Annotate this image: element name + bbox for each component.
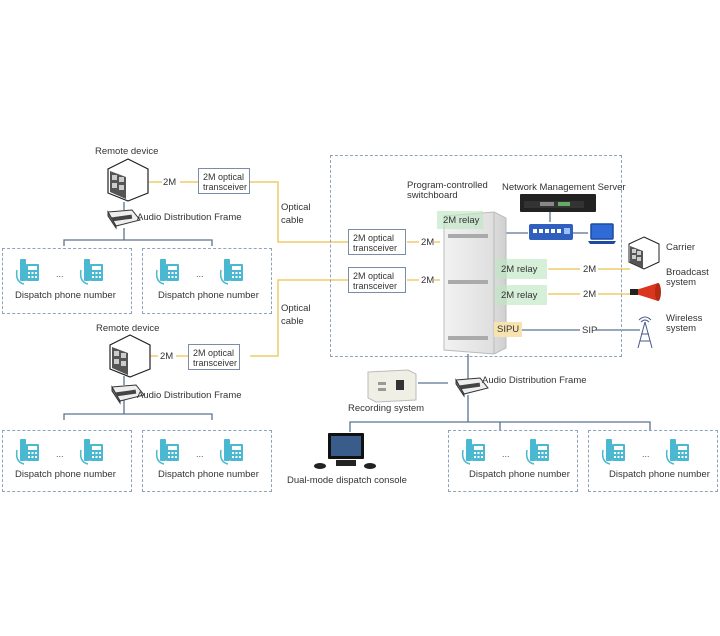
- top-phone-row-1: ...: [14, 256, 106, 291]
- top-phone-group-2: [142, 248, 272, 314]
- central-adf-label: Audio Distribution Frame: [482, 375, 587, 386]
- ellipsis: ...: [56, 448, 64, 459]
- bottom-phone-row-1: ...: [14, 436, 106, 471]
- carrier-icon: [628, 236, 660, 270]
- central-phone-group-2-label: Dispatch phone number: [609, 469, 710, 480]
- central-phone-group-1: [448, 430, 578, 492]
- bottom-remote-device-icon: [109, 334, 151, 378]
- broadcast-label: Broadcast system: [666, 267, 709, 288]
- top-remote-device-icon: [107, 158, 149, 202]
- relay-2-link: 2M: [583, 289, 597, 300]
- phone-icon: [78, 436, 106, 471]
- phone-icon: [14, 436, 42, 471]
- phone-icon: [78, 256, 106, 291]
- ellipsis: ...: [196, 448, 204, 459]
- phone-icon: [218, 256, 246, 291]
- top-remote-link-label: 2M: [163, 177, 177, 188]
- wireless-label: Wireless system: [666, 313, 703, 334]
- ellipsis: ...: [502, 448, 510, 459]
- bottom-optical-cable-label: Optical cable: [281, 303, 311, 327]
- nms-label: Network Management Server: [502, 182, 626, 193]
- central-phone-row-2: ...: [600, 436, 692, 471]
- bottom-remote-transceiver[interactable]: 2M optical transceiver: [188, 344, 240, 370]
- central-office-boundary: [330, 155, 622, 357]
- phone-icon: [524, 436, 552, 471]
- relay-2: 2M relay: [495, 285, 547, 305]
- phone-icon: [600, 436, 628, 471]
- bottom-adf-icon: [111, 384, 145, 405]
- recording-label: Recording system: [348, 403, 425, 414]
- ellipsis: ...: [56, 268, 64, 279]
- top-phone-group-2-label: Dispatch phone number: [158, 290, 259, 301]
- phone-icon: [154, 256, 182, 291]
- bottom-remote-device-label: Remote device: [96, 323, 160, 334]
- central-transceiver-1-link: 2M: [421, 237, 435, 248]
- bottom-remote-link-label: 2M: [160, 351, 174, 362]
- optical-cable-bottom: [250, 279, 348, 357]
- top-phone-group-1: [2, 248, 132, 314]
- bottom-phone-group-1: [2, 430, 132, 492]
- top-adf-label: Audio Distribution Frame: [137, 212, 242, 223]
- central-phone-row-1: ...: [460, 436, 552, 471]
- relay-1: 2M relay: [495, 259, 547, 279]
- recording-system-icon[interactable]: [366, 366, 418, 404]
- top-adf-icon: [107, 209, 141, 230]
- carrier-label: Carrier: [666, 242, 696, 253]
- network-switch-icon[interactable]: [528, 222, 574, 244]
- phone-icon: [460, 436, 488, 471]
- bottom-phone-group-1-label: Dispatch phone number: [15, 469, 116, 480]
- wireless-tower-icon: [637, 316, 653, 349]
- ellipsis: ...: [196, 268, 204, 279]
- switchboard-cabinet-icon[interactable]: [440, 210, 508, 356]
- relay-1-link: 2M: [583, 264, 597, 275]
- bottom-adf-label: Audio Distribution Frame: [137, 390, 242, 401]
- phone-icon: [154, 436, 182, 471]
- top-phone-group-1-label: Dispatch phone number: [15, 290, 116, 301]
- central-transceiver-1[interactable]: 2M optical transceiver: [348, 229, 406, 255]
- relay-top: 2M relay: [437, 211, 483, 229]
- broadcast-horn-icon: [630, 283, 661, 301]
- central-transceiver-2[interactable]: 2M optical transceiver: [348, 267, 406, 293]
- optical-cable-top: [250, 181, 348, 243]
- bottom-phone-group-2: [142, 430, 272, 492]
- central-adf-icon: [455, 377, 489, 398]
- sip-link: SIP: [582, 325, 598, 336]
- laptop-icon[interactable]: [587, 222, 617, 246]
- bottom-phone-group-2-label: Dispatch phone number: [158, 469, 259, 480]
- top-optical-cable-label: Optical cable: [281, 202, 311, 226]
- sipu-unit: SIPU: [494, 322, 523, 337]
- ellipsis: ...: [642, 448, 650, 459]
- phone-icon: [14, 256, 42, 291]
- central-transceiver-2-link: 2M: [421, 275, 435, 286]
- dispatch-console-icon[interactable]: [312, 432, 376, 472]
- switchboard-label: Program-controlled switchboard: [407, 180, 488, 201]
- top-remote-transceiver[interactable]: 2M optical transceiver: [198, 168, 250, 194]
- console-label: Dual-mode dispatch console: [287, 475, 407, 486]
- bottom-phone-row-2: ...: [154, 436, 246, 471]
- top-remote-device-label: Remote device: [95, 146, 159, 157]
- central-phone-group-2: [588, 430, 718, 492]
- nms-server-icon[interactable]: [518, 192, 598, 214]
- phone-icon: [218, 436, 246, 471]
- top-phone-row-2: ...: [154, 256, 246, 291]
- central-phone-group-1-label: Dispatch phone number: [469, 469, 570, 480]
- phone-icon: [664, 436, 692, 471]
